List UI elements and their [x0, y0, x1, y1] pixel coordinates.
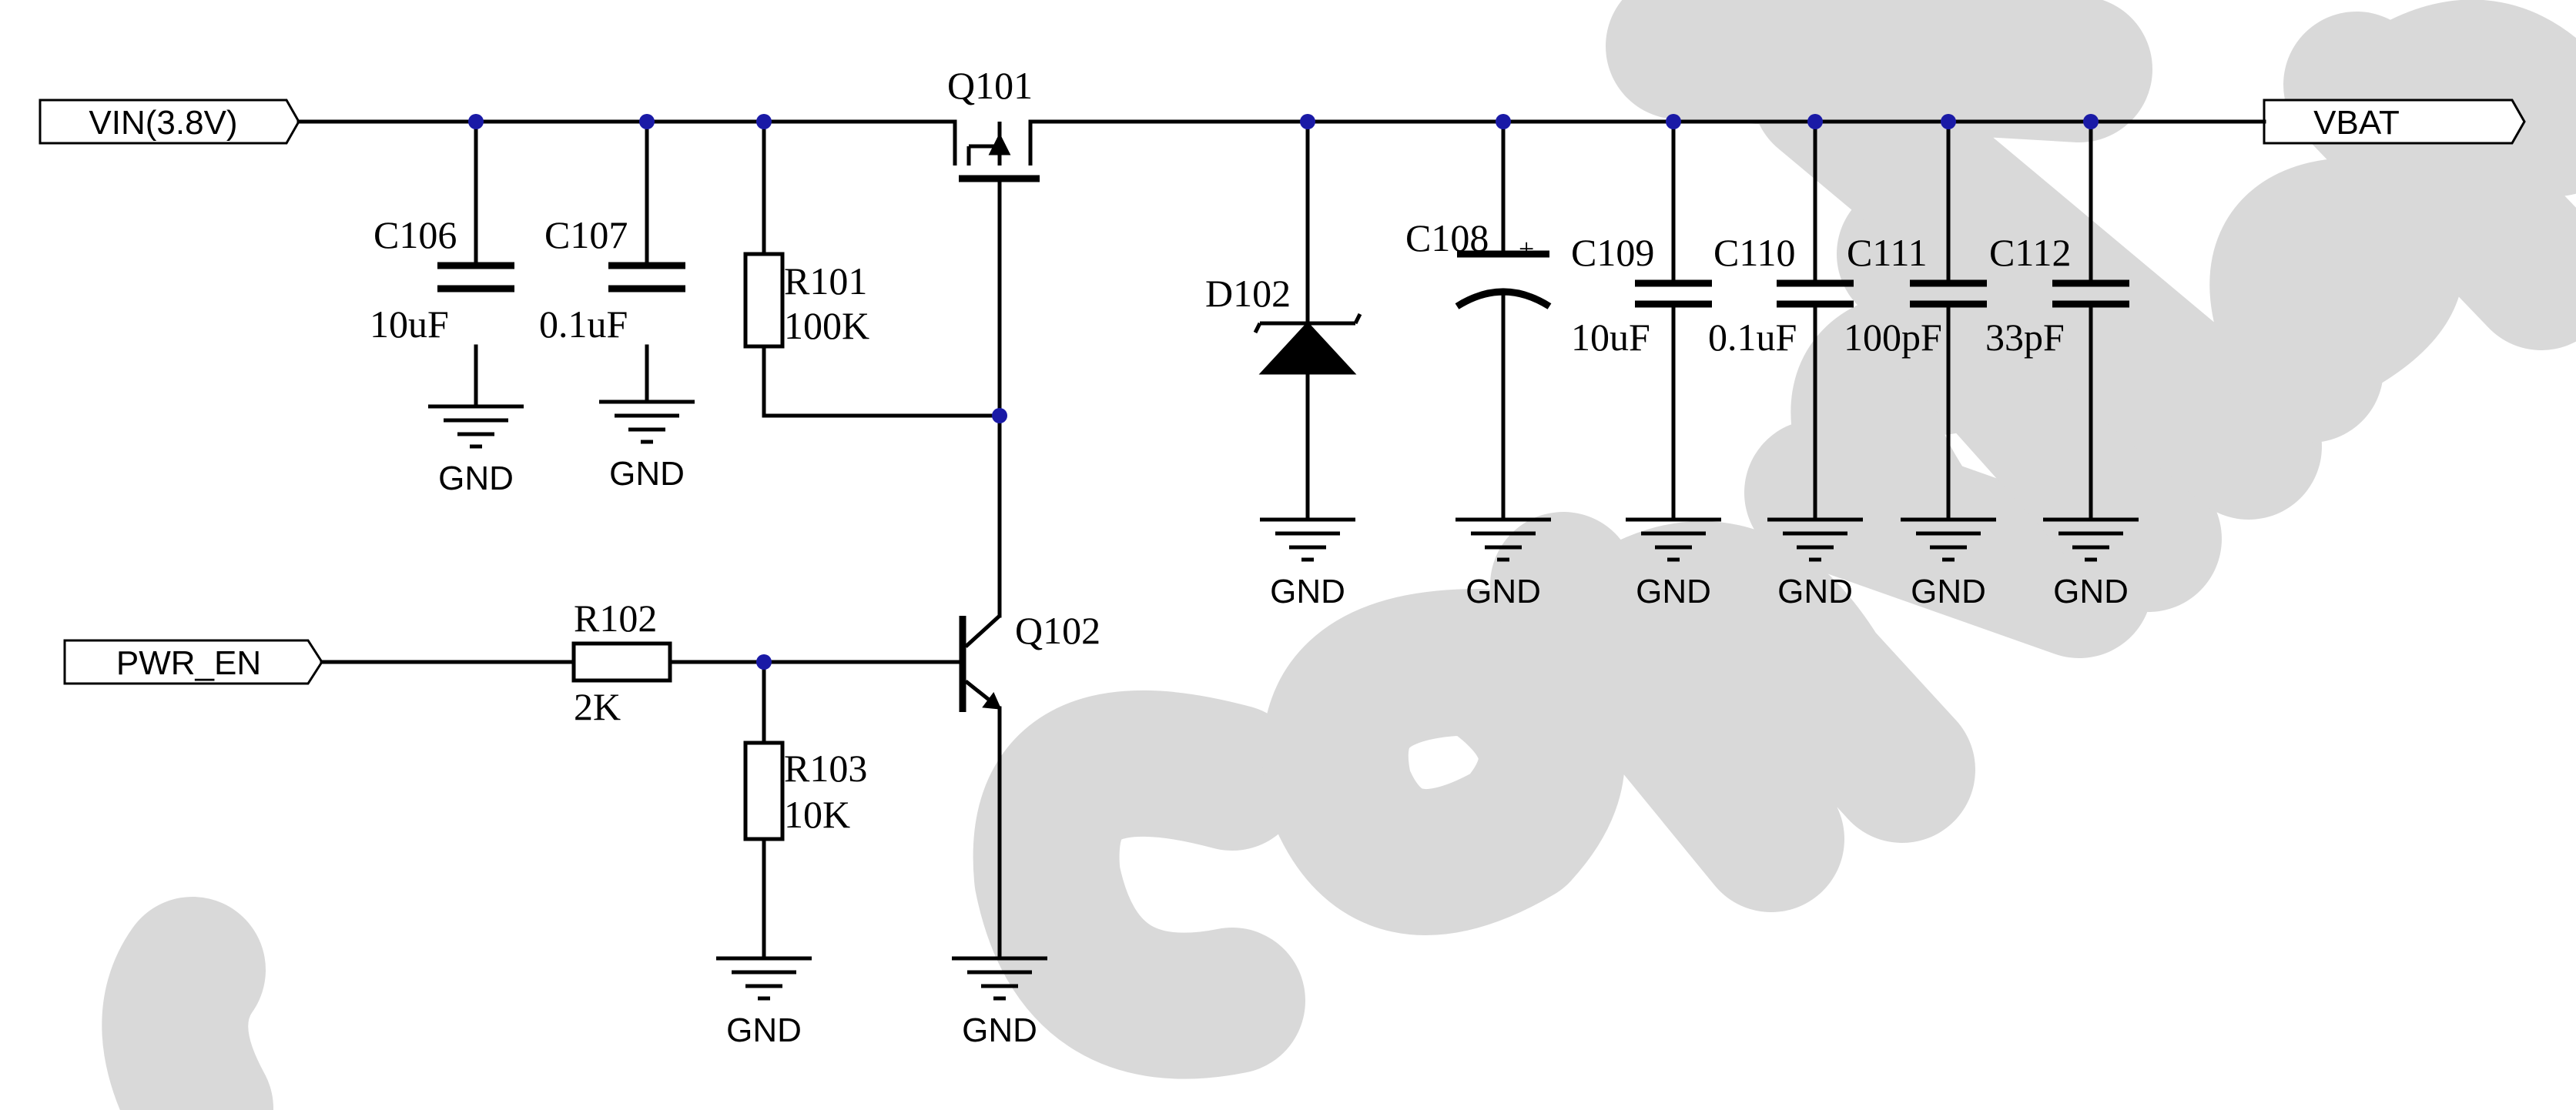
resistor-r102: R102 2K	[571, 597, 672, 728]
r103-ref: R103	[784, 747, 867, 790]
capacitor-c107: C107 0.1uF	[539, 213, 685, 346]
capacitor-c110: C110 0.1uF	[1708, 231, 1854, 359]
junction-dot	[756, 654, 772, 670]
c109-ref: C109	[1571, 231, 1654, 274]
ground-label: GND	[609, 455, 685, 493]
capacitor-c112: C112 33pF	[1985, 231, 2129, 359]
transistor-q102: Q102	[959, 609, 1100, 712]
c110-value: 0.1uF	[1708, 316, 1797, 359]
port-vbat: VBAT	[2263, 99, 2526, 145]
confidential-watermark	[102, 0, 2576, 1110]
wires	[296, 119, 2266, 961]
junction-dot	[1807, 114, 1823, 129]
ground-symbol: GND	[1260, 517, 1355, 610]
c106-value: 10uF	[370, 303, 449, 346]
ground-symbol: GND	[1626, 517, 1721, 610]
ground-symbol: GND	[1455, 517, 1551, 610]
q101-ref: Q101	[947, 64, 1033, 107]
c111-value: 100pF	[1844, 316, 1942, 359]
c109-value: 10uF	[1571, 316, 1650, 359]
capacitor-c108: C108 +	[1405, 216, 1552, 309]
port-vin: VIN(3.8V)	[39, 99, 300, 145]
capacitor-c111: C111 100pF	[1844, 231, 1987, 359]
r102-ref: R102	[574, 597, 657, 640]
c108-ref: C108	[1405, 216, 1489, 259]
ground-label: GND	[2053, 573, 2129, 610]
ground-symbol: GND	[1901, 517, 1996, 610]
junctions	[468, 114, 2099, 670]
ground-symbol: GND	[716, 956, 812, 1049]
ground-label: GND	[962, 1011, 1037, 1049]
r101-value: 100K	[784, 304, 869, 347]
ground-symbols: GND GND GND GND GND GND GND GND GND GND	[428, 400, 2139, 1049]
ground-label: GND	[1270, 573, 1345, 610]
port-vin-label: VIN(3.8V)	[89, 104, 237, 142]
capacitor-c109: C109 10uF	[1571, 231, 1712, 359]
resistor-r101: R101 100K	[743, 252, 869, 349]
junction-dot	[1666, 114, 1681, 129]
mosfet-q101: Q101	[947, 64, 1040, 192]
junction-dot	[1941, 114, 1956, 129]
r103-value: 10K	[784, 793, 850, 836]
c110-ref: C110	[1713, 231, 1796, 274]
port-pwr-en: PWR_EN	[63, 639, 323, 685]
port-vbat-label: VBAT	[2313, 104, 2400, 142]
ground-symbol: GND	[1767, 517, 1863, 610]
ground-symbol: GND	[2043, 517, 2139, 610]
ground-label: GND	[726, 1011, 802, 1049]
c106-ref: C106	[374, 213, 457, 256]
junction-dot	[2083, 114, 2099, 129]
ground-label: GND	[1466, 573, 1541, 610]
c107-value: 0.1uF	[539, 303, 628, 346]
capacitor-c106: C106 10uF	[370, 213, 514, 346]
r102-value: 2K	[574, 685, 621, 728]
junction-dot	[639, 114, 655, 129]
ground-label: GND	[1777, 573, 1853, 610]
junction-dot	[1300, 114, 1315, 129]
c107-ref: C107	[544, 213, 628, 256]
r101-ref: R101	[784, 259, 867, 303]
d102-ref: D102	[1205, 272, 1291, 315]
resistor-r103: R103 10K	[743, 741, 867, 841]
ground-label: GND	[438, 460, 514, 497]
junction-dot	[756, 114, 772, 129]
ground-symbol: GND	[428, 404, 524, 497]
c111-ref: C111	[1847, 231, 1928, 274]
ground-symbol: GND	[599, 400, 695, 493]
ground-symbol: GND	[952, 956, 1047, 1049]
junction-dot	[468, 114, 484, 129]
diode-d102: D102	[1205, 272, 1362, 375]
q102-ref: Q102	[1015, 609, 1100, 652]
ground-label: GND	[1636, 573, 1711, 610]
c112-value: 33pF	[1985, 316, 2065, 359]
c112-ref: C112	[1989, 231, 2072, 274]
junction-dot	[1496, 114, 1511, 129]
ground-label: GND	[1911, 573, 1986, 610]
c108-polarity: +	[1519, 233, 1534, 264]
junction-dot	[992, 408, 1007, 423]
port-pwr-en-label: PWR_EN	[116, 644, 261, 682]
